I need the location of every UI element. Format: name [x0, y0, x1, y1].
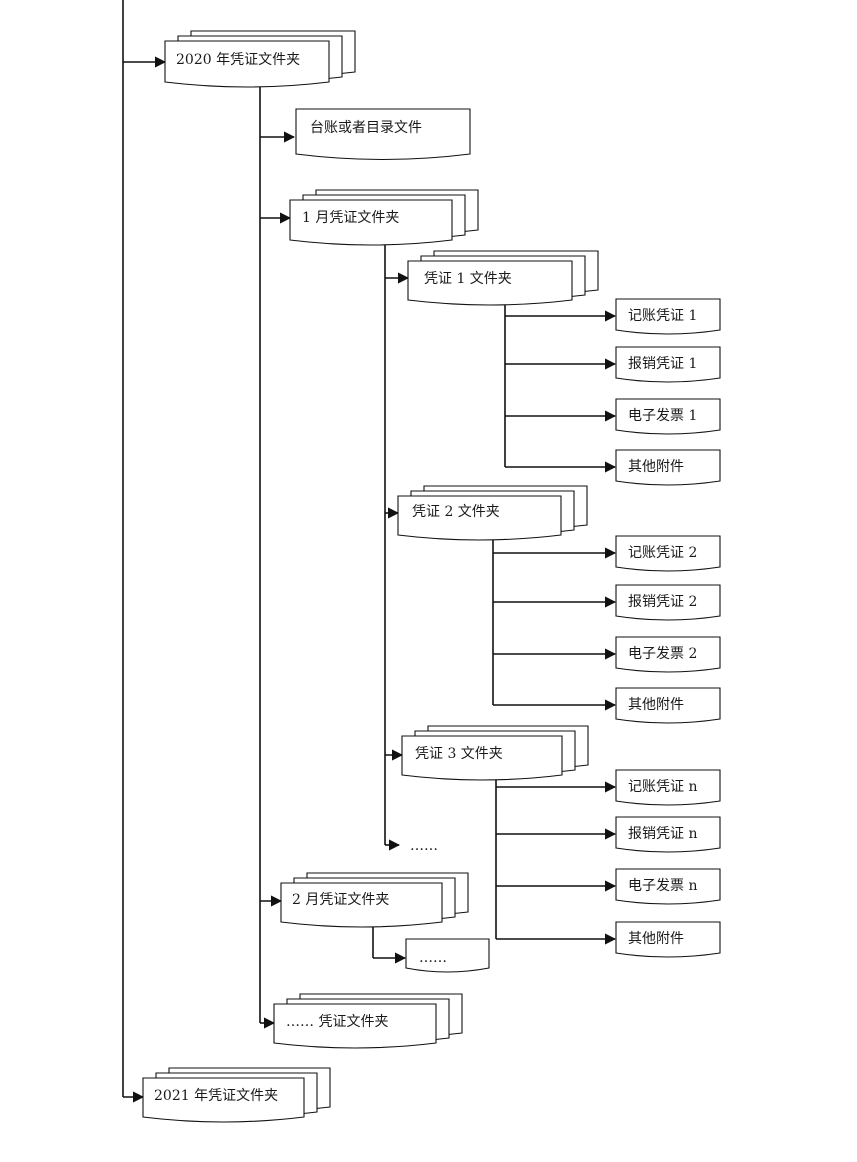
month-2-more-file: ……: [405, 938, 490, 973]
folder-month-1: 1 月凭证文件夹: [289, 189, 479, 246]
voucher-1-files: 记账凭证 1 报销凭证 1 电子发票 1 其他附件: [615, 298, 721, 486]
file-label: 电子发票 1: [628, 408, 697, 424]
file-label: 记账凭证 1: [628, 308, 697, 324]
folder-2021-label: 2021 年凭证文件夹: [154, 1088, 278, 1104]
ledger-file: 台账或者目录文件: [295, 108, 471, 161]
file-node: 电子发票 n: [615, 868, 721, 905]
ledger-file-label: 台账或者目录文件: [310, 120, 422, 136]
file-node: 电子发票 1: [615, 398, 721, 435]
file-node: 报销凭证 n: [615, 816, 721, 853]
folder-2020: 2020 年凭证文件夹: [164, 30, 356, 88]
file-node: 报销凭证 2: [615, 584, 721, 621]
file-node: 其他附件: [615, 921, 721, 958]
folder-voucher-1: 凭证 1 文件夹: [407, 250, 599, 306]
folder-voucher-1-label: 凭证 1 文件夹: [424, 271, 512, 287]
folder-voucher-3-label: 凭证 3 文件夹: [415, 746, 503, 762]
file-node: 记账凭证 1: [615, 298, 721, 335]
voucher-3-files: 记账凭证 n 报销凭证 n 电子发票 n 其他附件: [615, 769, 721, 958]
connectors: [122, 0, 617, 1103]
file-label: 报销凭证 1: [628, 356, 697, 372]
file-label: 记账凭证 2: [628, 545, 697, 561]
folder-month-2: 2 月凭证文件夹: [280, 872, 469, 928]
file-label: 其他附件: [628, 459, 684, 475]
file-label: 电子发票 n: [628, 878, 697, 894]
file-node: 记账凭证 n: [615, 769, 721, 806]
folder-more-months: …… 凭证文件夹: [273, 993, 463, 1049]
file-node: 电子发票 2: [615, 636, 721, 673]
file-label: 其他附件: [628, 697, 684, 713]
folder-voucher-3: 凭证 3 文件夹: [401, 725, 589, 781]
folder-2021: 2021 年凭证文件夹: [142, 1067, 331, 1123]
folder-more-months-label: …… 凭证文件夹: [286, 1014, 388, 1030]
folder-voucher-2: 凭证 2 文件夹: [397, 485, 588, 541]
file-label: 电子发票 2: [628, 646, 697, 662]
file-node: 报销凭证 1: [615, 346, 721, 383]
file-label: 报销凭证 2: [628, 594, 697, 610]
file-node: 其他附件: [615, 449, 721, 486]
file-label: 其他附件: [628, 931, 684, 947]
file-label: 报销凭证 n: [628, 826, 697, 842]
voucher-2-files: 记账凭证 2 报销凭证 2 电子发票 2 其他附件: [615, 535, 721, 724]
folder-2020-label: 2020 年凭证文件夹: [176, 52, 300, 68]
folder-month-2-label: 2 月凭证文件夹: [292, 892, 389, 908]
file-node: 其他附件: [615, 687, 721, 724]
month-1-more-label: ……: [410, 838, 438, 854]
file-node: 记账凭证 2: [615, 535, 721, 572]
month-2-more-label: ……: [419, 950, 447, 966]
file-label: 记账凭证 n: [628, 779, 697, 795]
folder-voucher-2-label: 凭证 2 文件夹: [412, 504, 500, 520]
folder-month-1-label: 1 月凭证文件夹: [302, 210, 399, 226]
